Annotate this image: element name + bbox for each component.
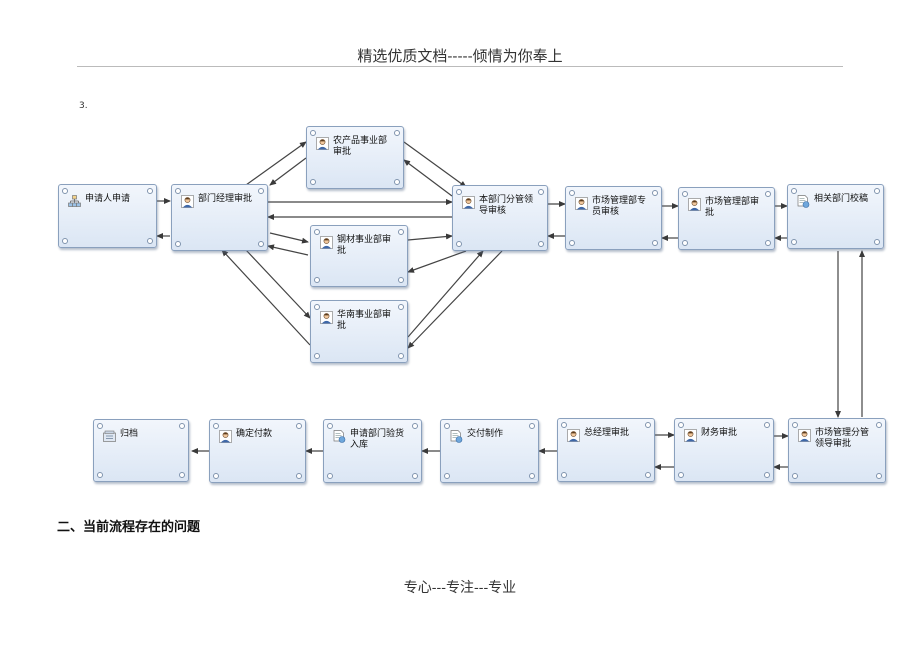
node-south-division[interactable]: 华南事业部审 批	[310, 300, 408, 363]
user-icon	[316, 137, 329, 150]
node-branch-lead[interactable]: 本部门分管领 导审核	[452, 185, 548, 251]
node-label: 华南事业部审 批	[337, 310, 392, 331]
node-market-lead[interactable]: 市场管理分管 领导审批	[788, 418, 886, 483]
arrow-deptmgr-to-south	[245, 249, 311, 319]
user-icon	[320, 236, 333, 249]
item-number: 3.	[79, 101, 88, 111]
page-footer: 专心---专注---专业	[403, 580, 517, 596]
arrow-south-to-branchlead	[407, 250, 484, 338]
user-icon	[181, 195, 194, 208]
node-label: 钢材事业部审 批	[337, 235, 392, 256]
user-icon	[575, 197, 588, 210]
node-archive[interactable]: 归档	[93, 419, 189, 482]
arrow-deptmgr-to-steel	[269, 232, 309, 244]
node-dept-manager[interactable]: 部门经理审批	[171, 184, 268, 251]
user-icon	[320, 311, 333, 324]
node-deliver[interactable]: 交付制作	[440, 419, 539, 483]
node-label: 市场管理部审 批	[705, 197, 760, 218]
node-label: 归档	[120, 429, 139, 439]
document-review-icon	[797, 195, 810, 208]
node-label: 部门经理审批	[198, 194, 253, 204]
archive-icon	[103, 430, 116, 442]
user-icon	[567, 429, 580, 442]
node-acceptance[interactable]: 申请部门验货 入库	[323, 419, 422, 483]
node-related-depts[interactable]: 相关部门校稿	[787, 184, 884, 249]
document-review-icon	[450, 430, 463, 443]
node-label: 财务审批	[701, 428, 738, 438]
node-apply[interactable]: 申请人申请	[58, 184, 157, 248]
node-label: 申请部门验货 入库	[350, 429, 405, 450]
user-icon	[462, 196, 475, 209]
node-agri-division[interactable]: 农产品事业部 审批	[306, 126, 404, 189]
arrow-branchlead-to-agri	[403, 159, 453, 197]
node-label: 相关部门校稿	[814, 194, 869, 204]
arrow-branchlead-to-south	[407, 250, 503, 349]
arrow-branchlead-to-steel	[407, 250, 467, 273]
arrow-steel-to-deptmgr	[267, 244, 309, 256]
node-label: 总经理审批	[584, 428, 630, 438]
arrow-agri-to-deptmgr	[269, 157, 307, 186]
page-header: 精选优质文档-----倾情为你奉上	[357, 47, 563, 65]
node-finance[interactable]: 财务审批	[674, 418, 774, 482]
node-label: 本部门分管领 导审核	[479, 195, 534, 216]
node-label: 农产品事业部 审批	[333, 136, 388, 157]
arrow-south-to-deptmgr	[221, 249, 311, 346]
user-icon	[219, 430, 232, 443]
node-label: 申请人申请	[85, 194, 131, 204]
node-payment[interactable]: 确定付款	[209, 419, 306, 483]
user-icon	[684, 429, 697, 442]
node-general-manager[interactable]: 总经理审批	[557, 418, 655, 482]
node-label: 交付制作	[467, 429, 504, 439]
section-heading: 二、当前流程存在的问题	[57, 520, 201, 535]
node-label: 市场管理分管 领导审批	[815, 428, 870, 449]
org-chart-icon	[68, 195, 81, 207]
document-review-icon	[333, 430, 346, 443]
user-icon	[798, 429, 811, 442]
node-steel-division[interactable]: 钢材事业部审 批	[310, 225, 408, 287]
arrow-steel-to-branchlead	[407, 233, 453, 241]
arrow-deptmgr-to-agri	[245, 141, 307, 186]
arrow-agri-to-branchlead	[403, 141, 467, 188]
header-divider	[77, 66, 843, 67]
node-label: 市场管理部专 员审核	[592, 196, 647, 217]
node-label: 确定付款	[236, 429, 273, 439]
node-market-staff[interactable]: 市场管理部专 员审核	[565, 186, 662, 250]
user-icon	[688, 198, 701, 211]
node-market-dept[interactable]: 市场管理部审 批	[678, 187, 775, 250]
